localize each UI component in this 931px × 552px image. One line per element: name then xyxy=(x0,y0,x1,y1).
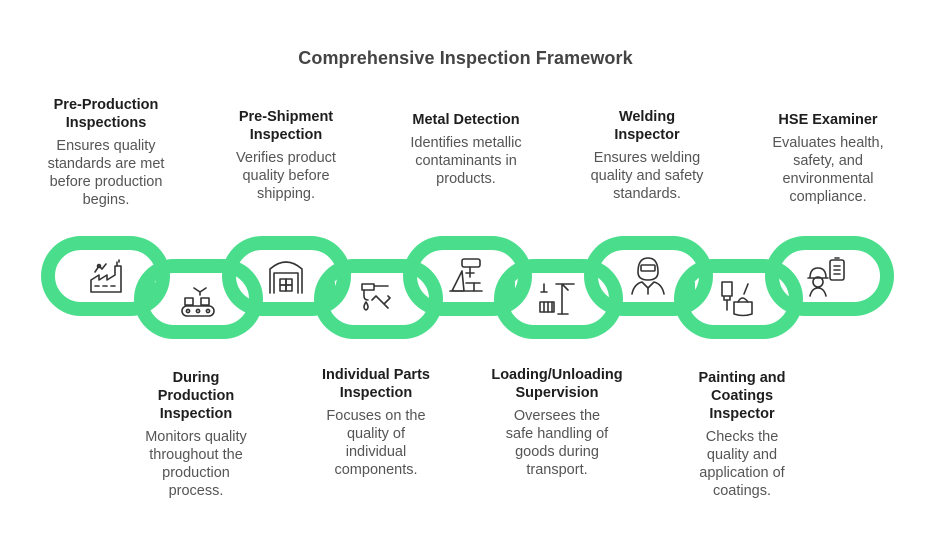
chain-link-during-production xyxy=(134,259,263,339)
stage-description: Identifies metallic contaminants in prod… xyxy=(410,135,522,187)
stage-heading: Metal Detection xyxy=(412,112,520,128)
stage-heading: Painting and Coatings Inspector xyxy=(698,370,786,422)
wrench-oil-icon xyxy=(361,283,391,311)
paint-brush-icon xyxy=(721,281,753,317)
stage-description: Monitors quality throughout the producti… xyxy=(145,429,247,499)
stage-pre-production: Pre-Production Inspections Ensures quali… xyxy=(36,96,176,209)
chain-link-pre-production xyxy=(41,236,170,316)
chain-link-painting-coatings xyxy=(674,259,803,339)
chain-link-loading-unloading xyxy=(494,259,623,339)
stage-loading-unloading: Loading/Unloading Supervision Oversees t… xyxy=(487,366,627,479)
safety-worker-icon xyxy=(807,257,845,297)
chain-link-metal-detection xyxy=(403,236,532,316)
stage-heading: During Production Inspection xyxy=(157,370,235,422)
stage-during-production: During Production Inspection Monitors qu… xyxy=(126,369,266,500)
stage-heading: Individual Parts Inspection xyxy=(322,367,430,401)
chain-link-pre-shipment xyxy=(222,236,351,316)
warehouse-icon xyxy=(269,261,303,294)
stage-description: Checks the quality and application of co… xyxy=(699,429,785,499)
stage-heading: HSE Examiner xyxy=(778,112,878,128)
stage-hse: HSE Examiner Evaluates health, safety, a… xyxy=(758,111,898,206)
conveyor-icon xyxy=(181,287,215,317)
welder-icon xyxy=(631,257,665,295)
stage-description: Verifies product quality before shipping… xyxy=(236,150,336,202)
stage-description: Evaluates health, safety, and environmen… xyxy=(772,135,884,205)
stage-heading: Pre-Shipment Inspection xyxy=(238,109,334,143)
stage-description: Ensures welding quality and safety stand… xyxy=(590,150,704,202)
diagram-title: Comprehensive Inspection Framework xyxy=(298,48,633,68)
chain-link-individual-parts xyxy=(314,259,443,339)
stage-description: Ensures quality standards are met before… xyxy=(47,138,165,208)
stage-heading: Pre-Production Inspections xyxy=(53,97,159,131)
stage-heading: Loading/Unloading Supervision xyxy=(491,367,623,401)
stage-heading: Welding Inspector xyxy=(614,109,680,143)
stage-description: Focuses on the quality of individual com… xyxy=(326,408,426,478)
stage-metal-detection: Metal Detection Identifies metallic cont… xyxy=(396,111,536,188)
stage-welding: Welding Inspector Ensures welding qualit… xyxy=(577,108,717,203)
chain-link-hse xyxy=(765,236,894,316)
factory-icon xyxy=(90,259,122,293)
stage-individual-parts: Individual Parts Inspection Focuses on t… xyxy=(306,366,446,479)
chain-link-welding xyxy=(584,236,713,316)
stage-description: Oversees the safe handling of goods duri… xyxy=(505,408,609,478)
crane-icon xyxy=(539,283,575,315)
drill-press-icon xyxy=(449,258,483,292)
stage-pre-shipment: Pre-Shipment Inspection Verifies product… xyxy=(216,108,356,203)
stage-painting-coatings: Painting and Coatings Inspector Checks t… xyxy=(672,369,812,500)
